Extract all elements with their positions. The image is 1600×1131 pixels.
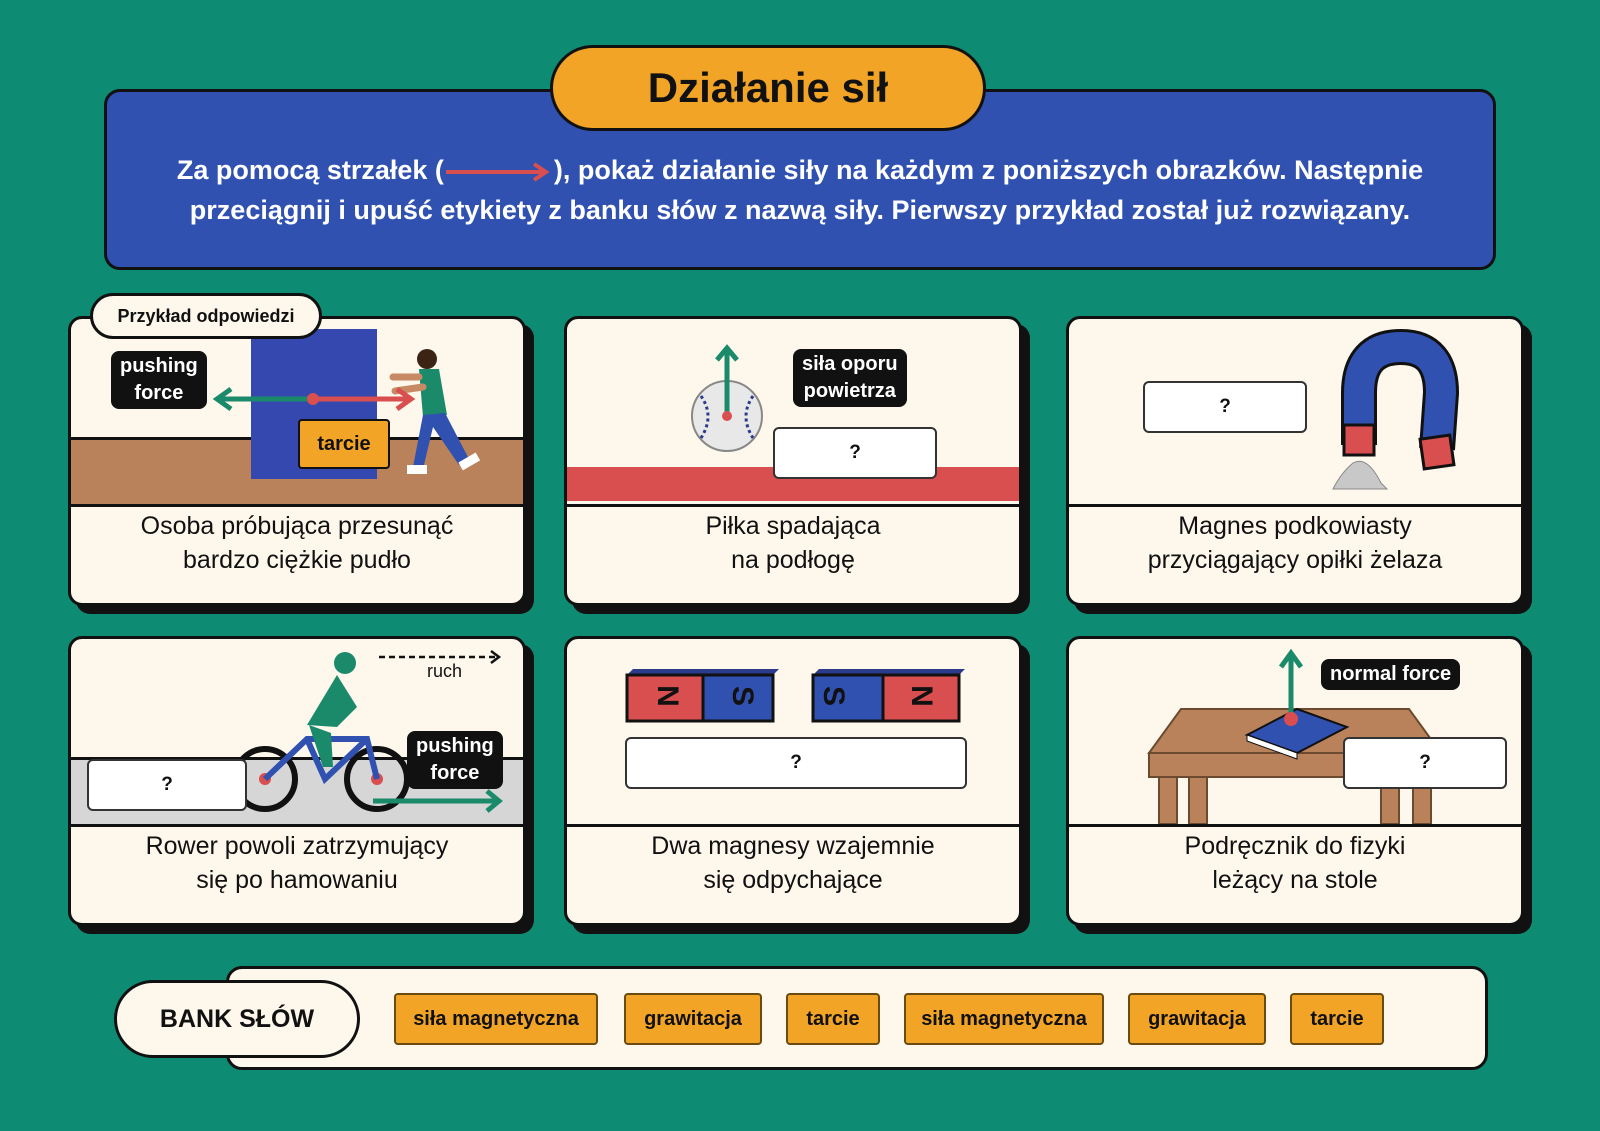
word-chip-friction[interactable]: tarcie bbox=[786, 993, 880, 1045]
word-chip-gravity[interactable]: grawitacja bbox=[1128, 993, 1266, 1045]
red-arrow-icon bbox=[445, 162, 550, 182]
example-answer-badge: Przykład odpowiedzi bbox=[90, 293, 322, 339]
baseball-icon bbox=[691, 344, 763, 452]
label-pushing-force[interactable]: pushing force bbox=[111, 351, 207, 409]
answer-drop-zone[interactable]: ? bbox=[773, 427, 937, 479]
card-caption: Magnes podkowiasty przyciągający opiłki ż… bbox=[1069, 509, 1521, 577]
answer-drop-zone[interactable]: ? bbox=[87, 759, 247, 811]
card-book-on-table: normal force ? Podręcznik do fizyki leżąc… bbox=[1066, 636, 1524, 926]
card-caption: Rower powoli zatrzymujący się po hamowani… bbox=[71, 829, 523, 897]
motion-label: ruch bbox=[427, 661, 463, 681]
magnet-pole-s: S bbox=[726, 685, 759, 706]
force-arrow bbox=[373, 789, 503, 813]
card-caption: Dwa magnesy wzajemnie się odpychające bbox=[567, 829, 1019, 897]
caption-line-2: leżący na stole bbox=[1212, 866, 1378, 894]
magnet-pole-n: N bbox=[905, 685, 938, 707]
caption-line-1: Osoba próbująca przesunąć bbox=[140, 512, 454, 540]
caption-line-1: Dwa magnesy wzajemnie bbox=[651, 832, 935, 860]
caption-line-1: Magnes podkowiasty bbox=[1178, 512, 1412, 540]
scene-book-on-table: normal force ? bbox=[1069, 639, 1521, 827]
label-pushing-force[interactable]: pushing force bbox=[407, 731, 503, 789]
caption-line-1: Podręcznik do fizyki bbox=[1184, 832, 1406, 860]
caption-line-2: się odpychające bbox=[703, 866, 883, 894]
magnet-pole-s: S bbox=[817, 685, 850, 706]
scene-two-magnets: N S S N ? bbox=[567, 639, 1019, 827]
card-horseshoe-magnet: ? Magnes podkowiasty przyciągający opiłki… bbox=[1066, 316, 1524, 606]
horseshoe-magnet-icon bbox=[1332, 328, 1460, 490]
word-chip-gravity[interactable]: grawitacja bbox=[624, 993, 762, 1045]
label-air-resistance[interactable]: siła oporu powietrza bbox=[793, 349, 907, 407]
card-caption: Osoba próbująca przesunąć bardzo ciężkie … bbox=[71, 509, 523, 577]
scene-horseshoe-magnet: ? bbox=[1069, 319, 1521, 507]
card-falling-ball: siła oporu powietrza ? Piłka spadająca na… bbox=[564, 316, 1022, 606]
word-chip-friction[interactable]: tarcie bbox=[1290, 993, 1384, 1045]
caption-line-2: przyciągający opiłki żelaza bbox=[1147, 546, 1443, 574]
scene-falling-ball: siła oporu powietrza ? bbox=[567, 319, 1019, 507]
answer-drop-zone[interactable]: ? bbox=[1343, 737, 1507, 789]
caption-line-2: na podłogę bbox=[731, 546, 855, 574]
caption-line-2: się po hamowaniu bbox=[196, 866, 398, 894]
force-arrows bbox=[212, 386, 416, 412]
instruction-text-end: ), pokaż działanie siły na każdym z poni… bbox=[189, 155, 1424, 225]
scene-bicycle: ruch pushing force ? bbox=[71, 639, 523, 827]
page-title: Działanie sił bbox=[550, 45, 986, 131]
word-bank-title: BANK SŁÓW bbox=[114, 980, 360, 1058]
label-normal-force[interactable]: normal force bbox=[1321, 659, 1461, 690]
scene-push-box: pushing force tarcie bbox=[71, 319, 523, 507]
book-icon bbox=[1244, 648, 1350, 760]
card-push-box: pushing force tarcie Osoba próbująca prz… bbox=[68, 316, 526, 606]
label-friction[interactable]: tarcie bbox=[298, 419, 390, 469]
card-two-magnets: N S S N ? Dwa magnesy wzajemnie się odpyc… bbox=[564, 636, 1022, 926]
card-caption: Podręcznik do fizyki leżący na stole bbox=[1069, 829, 1521, 897]
word-chip-magnetic-force[interactable]: siła magnetyczna bbox=[394, 993, 598, 1045]
cyclist-icon bbox=[232, 652, 410, 812]
instruction-text: Za pomocą strzałek (), pokaż działanie s… bbox=[120, 150, 1480, 230]
bar-magnets-icon bbox=[625, 669, 965, 723]
instruction-text-start: Za pomocą strzałek ( bbox=[176, 155, 444, 185]
magnet-pole-n: N bbox=[651, 685, 684, 707]
card-caption: Piłka spadająca na podłogę bbox=[567, 509, 1019, 577]
caption-line-1: Piłka spadająca bbox=[705, 512, 881, 540]
caption-line-2: bardzo ciężkie pudło bbox=[183, 546, 411, 574]
card-bicycle: ruch pushing force ? Rower powoli zatrzy… bbox=[68, 636, 526, 926]
answer-drop-zone[interactable]: ? bbox=[625, 737, 967, 789]
motion-arrow bbox=[379, 650, 502, 664]
caption-line-1: Rower powoli zatrzymujący bbox=[145, 832, 449, 860]
answer-drop-zone[interactable]: ? bbox=[1143, 381, 1307, 433]
word-chip-magnetic-force[interactable]: siła magnetyczna bbox=[904, 993, 1104, 1045]
